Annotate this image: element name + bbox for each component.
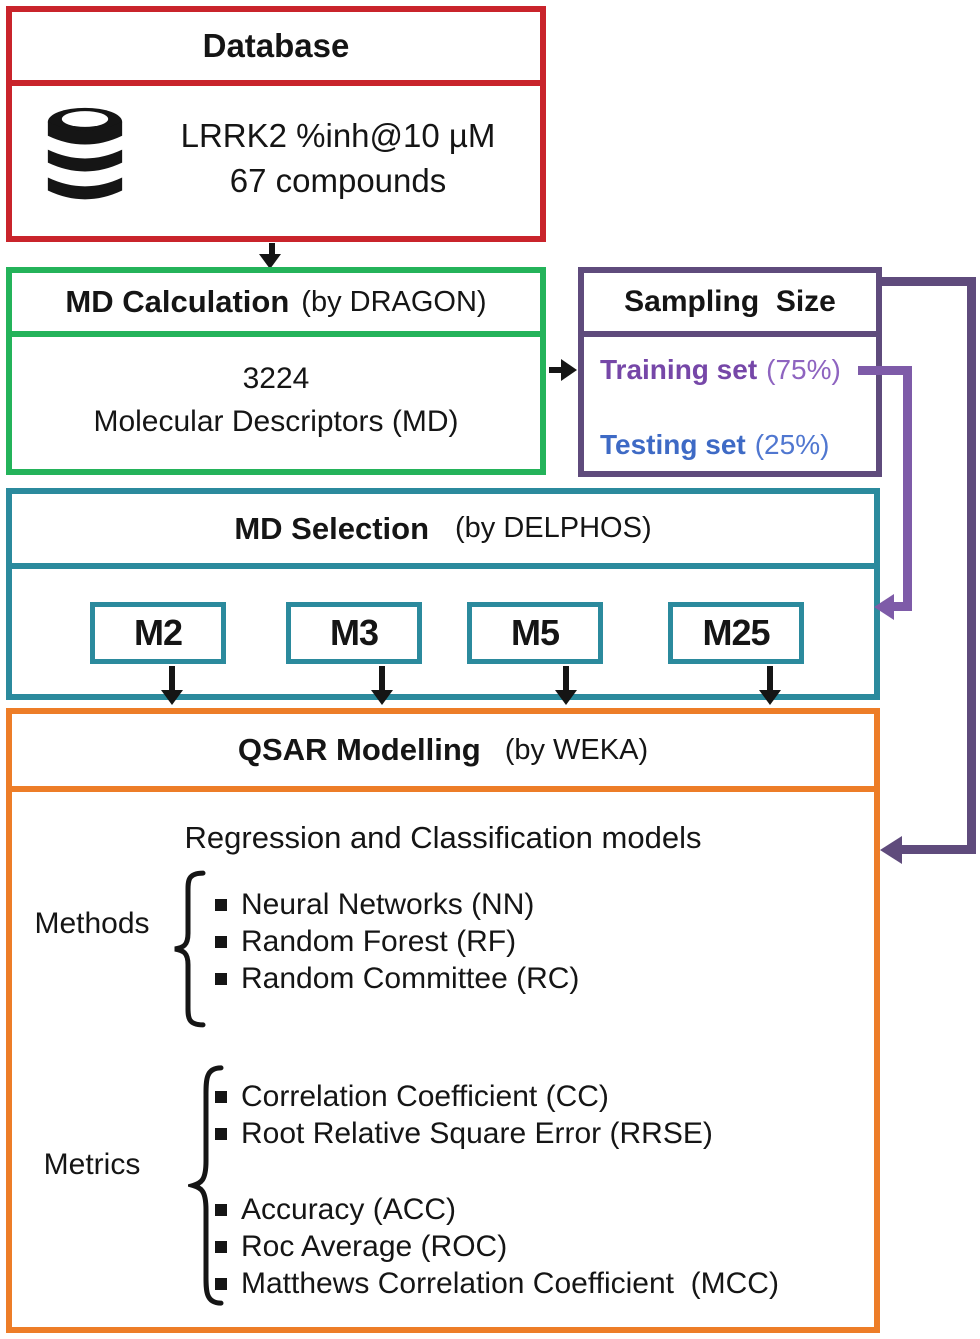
database-line2: 67 compounds: [229, 162, 447, 199]
list-item: Random Committee (RC): [215, 960, 579, 997]
database-body: LRRK2 %inh@10 µM 67 compounds: [12, 86, 540, 230]
bullet-square-icon: [215, 935, 227, 948]
model-m3-label: M3: [329, 612, 379, 653]
sampling-size-title: Sampling Size: [624, 285, 836, 318]
testing-set-label: Testing set: [600, 429, 746, 460]
model-box-m2: M2: [90, 602, 226, 664]
bullet-square-icon: [215, 1090, 227, 1103]
model-m2-label: M2: [133, 612, 183, 653]
metrics-list-gap: [215, 1152, 779, 1191]
database-box: Database LRRK2 %inh@10 µM 67 compounds: [6, 6, 546, 242]
md-descriptors-label: Molecular Descriptors (MD): [93, 405, 459, 438]
qsar-subtitle: Regression and Classification models: [184, 820, 702, 855]
bullet-square-icon: [215, 898, 227, 911]
training-set-label: Training set: [600, 354, 758, 385]
md-selection-header: MD Selection (by DELPHOS): [12, 494, 874, 569]
model-box-m5: M5: [467, 602, 603, 664]
sampling-size-body: Training set (75%) Testing set (25%): [584, 337, 876, 464]
sampling-size-box: Sampling Size Training set (75%) Testing…: [578, 267, 882, 477]
database-icon: [47, 107, 123, 200]
bullet-square-icon: [215, 1127, 227, 1140]
bullet-square-icon: [215, 1277, 227, 1290]
method-nn: Neural Networks (NN): [241, 887, 535, 921]
connector-arrowhead-left-icon: [874, 594, 894, 620]
list-item: Roc Average (ROC): [215, 1228, 779, 1265]
md-selection-title: MD Selection: [234, 510, 430, 546]
md-calculation-box: MD Calculation (by DRAGON) 3224 Molecula…: [6, 267, 546, 475]
qsar-header: QSAR Modelling (by WEKA): [12, 714, 874, 792]
metric-mcc: Matthews Correlation Coefficient (MCC): [241, 1266, 779, 1300]
bullet-square-icon: [215, 1240, 227, 1253]
model-box-m25: M25: [668, 602, 804, 664]
qsar-title: QSAR Modelling: [237, 732, 481, 767]
database-header: Database: [12, 12, 540, 86]
training-set-percent: (75%): [766, 354, 841, 385]
method-rf: Random Forest (RF): [241, 924, 517, 958]
metric-rrse: Root Relative Square Error (RRSE): [241, 1116, 713, 1150]
md-calculation-title: MD Calculation: [65, 284, 290, 319]
training-set-row: Training set (75%): [600, 351, 876, 389]
metric-acc: Accuracy (ACC): [241, 1192, 457, 1226]
bullet-square-icon: [215, 972, 227, 985]
model-box-m3: M3: [286, 602, 422, 664]
methods-list: Neural Networks (NN) Random Forest (RF) …: [215, 886, 579, 997]
metric-roc: Roc Average (ROC): [241, 1229, 508, 1263]
list-item: Neural Networks (NN): [215, 886, 579, 923]
md-selection-box: MD Selection (by DELPHOS) M2 M3 M5 M25: [6, 488, 880, 700]
list-item: Matthews Correlation Coefficient (MCC): [215, 1265, 779, 1302]
database-line1: LRRK2 %inh@10 µM: [180, 117, 496, 154]
qsar-modelling-box: QSAR Modelling (by WEKA) Regression and …: [6, 708, 880, 1333]
database-text: LRRK2 %inh@10 µM 67 compounds: [136, 113, 540, 203]
testing-set-percent: (25%): [754, 429, 830, 460]
method-rc: Random Committee (RC): [241, 961, 580, 995]
md-selection-note: (by DELPHOS): [455, 512, 652, 544]
model-m5-label: M5: [510, 612, 560, 653]
list-item: Root Relative Square Error (RRSE): [215, 1115, 779, 1152]
metric-cc: Correlation Coefficient (CC): [241, 1079, 609, 1113]
list-item: Accuracy (ACC): [215, 1191, 779, 1228]
bullet-square-icon: [215, 1203, 227, 1216]
md-count: 3224: [242, 362, 310, 395]
md-calculation-note: (by DRAGON): [301, 285, 487, 318]
md-calculation-body: 3224 Molecular Descriptors (MD): [12, 337, 540, 463]
model-m25-label: M25: [702, 612, 770, 653]
database-title: Database: [202, 27, 350, 64]
sampling-size-header: Sampling Size: [584, 273, 876, 337]
metrics-label: Metrics: [43, 1148, 141, 1181]
methods-brace-icon: [170, 870, 210, 1028]
md-calculation-header: MD Calculation (by DRAGON): [12, 273, 540, 337]
qsar-note: (by WEKA): [504, 733, 649, 766]
list-item: Correlation Coefficient (CC): [215, 1078, 779, 1115]
testing-set-row: Testing set (25%): [600, 426, 876, 464]
metrics-brace-icon: [188, 1063, 228, 1308]
list-item: Random Forest (RF): [215, 923, 579, 960]
metrics-list: Correlation Coefficient (CC) Root Relati…: [215, 1078, 779, 1302]
connector-arrowhead-left-icon: [880, 836, 902, 864]
methods-label: Methods: [34, 907, 150, 940]
